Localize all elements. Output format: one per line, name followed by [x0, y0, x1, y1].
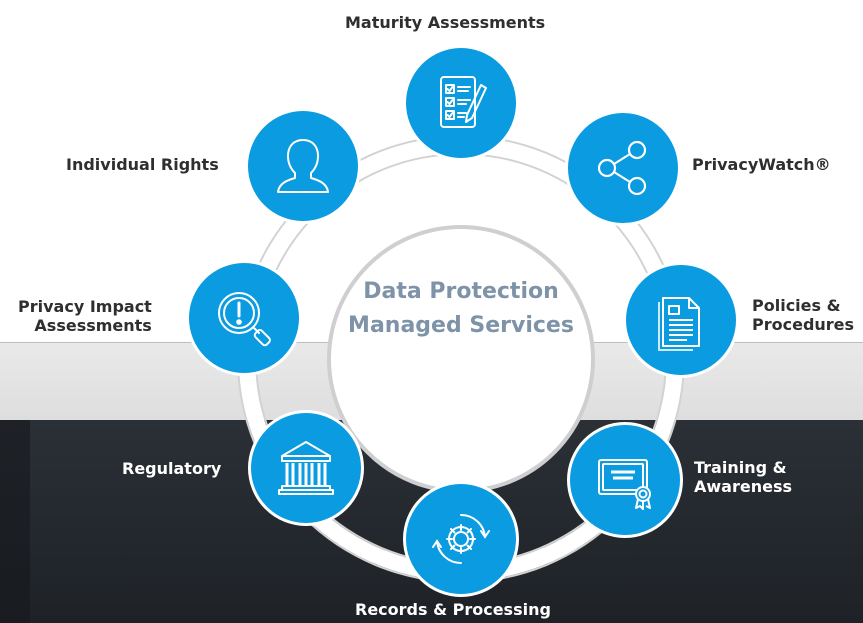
label-policies-line1: Policies & — [752, 296, 841, 315]
center-circle — [327, 225, 595, 493]
magnifier-alert-icon — [218, 292, 271, 347]
certificate-icon — [598, 459, 651, 510]
label-records-processing: Records & Processing — [355, 600, 551, 619]
label-privacywatch: PrivacyWatch® — [692, 155, 831, 174]
node-records-processing[interactable] — [403, 481, 519, 597]
label-training-awareness: Training & Awareness — [694, 458, 792, 496]
label-individual-rights: Individual Rights — [66, 155, 219, 174]
node-regulatory[interactable] — [248, 410, 364, 526]
label-training-line1: Training & — [694, 458, 787, 477]
node-individual-rights[interactable] — [245, 108, 361, 224]
node-privacy-impact-assessments[interactable] — [186, 260, 302, 376]
label-pia-line2: Assessments — [34, 316, 152, 335]
center-title-line1: Data Protection — [363, 279, 559, 304]
cycle-gear-icon — [432, 513, 490, 565]
label-privacy-impact-assessments: Privacy Impact Assessments — [18, 297, 152, 335]
person-icon — [277, 139, 329, 193]
label-training-line2: Awareness — [694, 477, 792, 496]
label-pia-line1: Privacy Impact — [18, 297, 152, 316]
checklist-icon — [440, 76, 487, 128]
center-title-line2: Managed Services — [348, 313, 574, 338]
node-policies-procedures[interactable] — [623, 262, 739, 378]
share-icon — [597, 140, 647, 196]
node-maturity-assessments[interactable] — [403, 45, 519, 161]
center-title: Data Protection Managed Services — [327, 275, 595, 343]
building-icon — [278, 441, 334, 495]
label-policies-procedures: Policies & Procedures — [752, 296, 854, 334]
label-policies-line2: Procedures — [752, 315, 855, 334]
label-regulatory: Regulatory — [122, 459, 222, 478]
node-training-awareness[interactable] — [567, 422, 683, 538]
document-icon — [658, 297, 700, 351]
label-maturity-assessments: Maturity Assessments — [345, 13, 546, 32]
node-privacywatch[interactable] — [565, 110, 681, 226]
